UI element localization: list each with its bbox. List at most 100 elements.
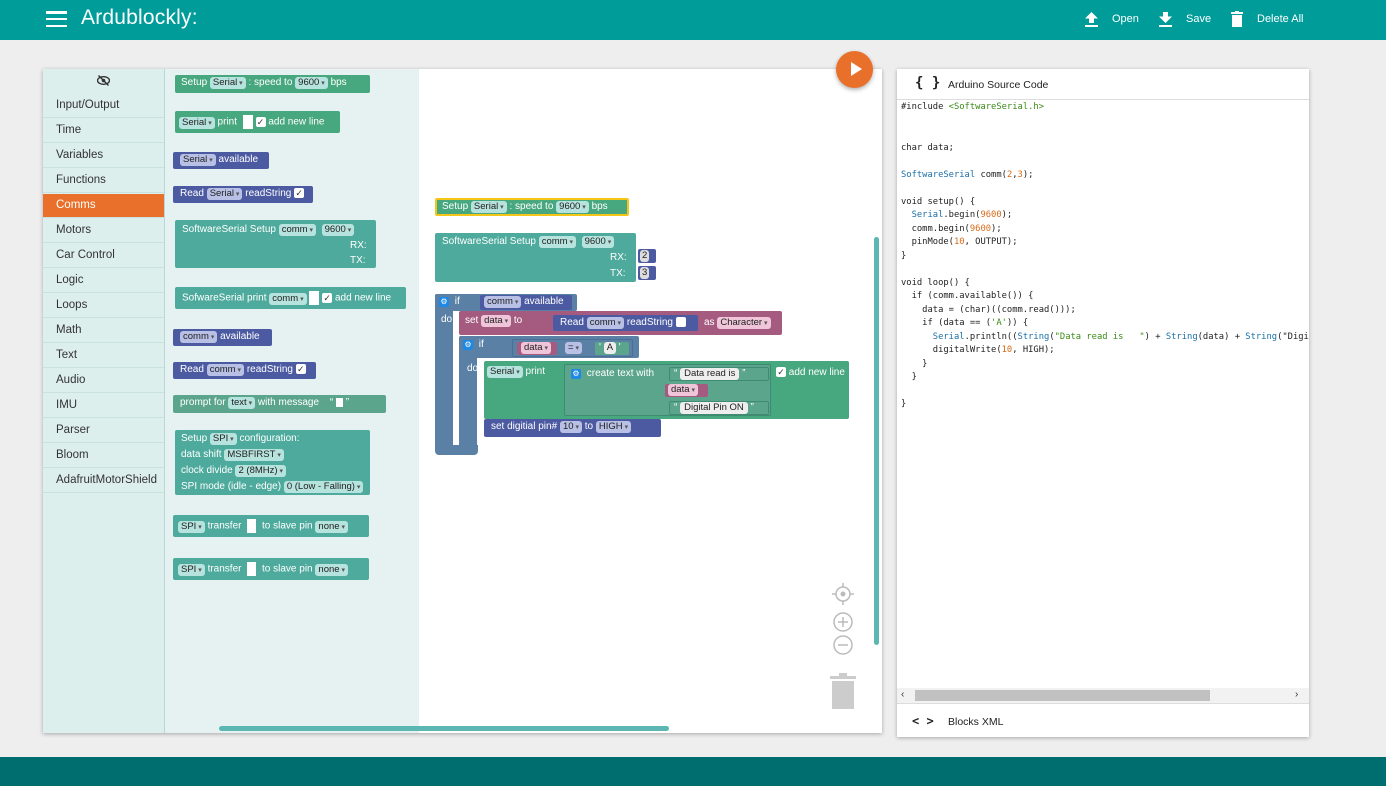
input-socket[interactable] [309, 291, 320, 305]
clock-divide-dropdown[interactable]: 2 (8MHz) [235, 465, 287, 477]
cast-block[interactable]: Read comm readString as Character [548, 311, 782, 335]
toolbox-category-loops[interactable]: Loops [43, 294, 164, 318]
data-variable-block[interactable]: data [665, 384, 708, 397]
save-button[interactable]: Save [1159, 9, 1211, 29]
variable-dropdown[interactable]: data [668, 384, 698, 396]
serial-dropdown[interactable]: Serial [206, 188, 243, 200]
add-new-line-checkbox[interactable]: ✓ [776, 367, 786, 378]
serial-dropdown[interactable]: Serial [209, 77, 246, 89]
set-data-block[interactable]: set data to [459, 311, 555, 335]
text-value-2[interactable]: Digital Pin ON [680, 402, 748, 414]
gear-icon[interactable]: ⚙ [571, 369, 581, 379]
data-shift-dropdown[interactable]: MSBFIRST [224, 449, 284, 461]
play-icon[interactable] [836, 51, 873, 88]
spi-dropdown[interactable]: SPI [178, 563, 205, 576]
comm-dropdown[interactable]: comm [484, 296, 522, 308]
flyout-serial-print-block[interactable]: Serial print ✓ add new line [175, 111, 340, 133]
char-value[interactable]: A [603, 342, 617, 354]
serial-dropdown[interactable]: Serial [470, 201, 507, 213]
comm-dropdown[interactable]: comm [538, 236, 577, 248]
toolbox-category-math[interactable]: Math [43, 319, 164, 343]
tx-value-block[interactable]: 3 [638, 266, 656, 280]
toolbox-category-parser[interactable]: Parser [43, 419, 164, 443]
read-string-checkbox[interactable]: ✓ [295, 364, 306, 375]
serial-dropdown[interactable]: Serial [487, 366, 523, 378]
text-block[interactable]: “ Digital Pin ON ” [669, 401, 769, 415]
operator-dropdown[interactable]: = [565, 342, 583, 354]
toolbox-category-time[interactable]: Time [43, 119, 164, 143]
prompt-type-dropdown[interactable]: text [228, 397, 256, 409]
comm-available-block[interactable]: comm available [480, 295, 572, 310]
baud-dropdown[interactable]: 9600 [321, 224, 355, 236]
gear-icon[interactable]: ⚙ [439, 297, 449, 307]
inner-if-block[interactable] [459, 336, 477, 446]
char-block[interactable]: ' A ' [595, 342, 629, 355]
read-string-checkbox[interactable] [675, 317, 686, 328]
spi-dropdown[interactable]: SPI [178, 520, 205, 533]
compare-block[interactable]: data = ' A ' [512, 339, 633, 357]
data-variable-block[interactable]: data [517, 342, 557, 355]
baud-dropdown[interactable]: 9600 [556, 201, 589, 213]
delete-all-button[interactable]: Delete All [1231, 9, 1303, 29]
flyout-softserial-print-block[interactable]: SofwareSerial print comm ✓ add new line [175, 287, 406, 309]
flyout-prompt-block[interactable]: prompt for text with message “ ” [173, 395, 386, 413]
toolbox-category-comms[interactable]: Comms [43, 194, 164, 218]
cast-type-dropdown[interactable]: Character [717, 317, 771, 329]
pin-dropdown[interactable]: 10 [559, 421, 582, 433]
comm-dropdown[interactable]: comm [180, 331, 218, 343]
flyout-softserial-setup-block[interactable]: SoftwareSerial Setup comm 9600 RX: TX: [175, 220, 376, 268]
toolbox-category-audio[interactable]: Audio [43, 369, 164, 393]
read-string-checkbox[interactable]: ✓ [294, 188, 305, 199]
code-horizontal-scrollbar[interactable]: ‹ › [897, 688, 1309, 703]
flyout-setup-serial-block[interactable]: Setup Serial : speed to 9600 bps [175, 75, 370, 93]
toolbox-category-functions[interactable]: Functions [43, 169, 164, 193]
target-icon[interactable] [832, 583, 854, 605]
read-comm-block[interactable]: Read comm readString [553, 315, 698, 331]
workspace-horizontal-scrollbar[interactable] [219, 726, 669, 731]
flyout-serial-available-block[interactable]: Serial available [173, 152, 269, 169]
rx-value-block[interactable]: 2 [638, 249, 656, 263]
variable-dropdown[interactable]: data [521, 342, 551, 354]
serial-dropdown[interactable]: Serial [179, 116, 215, 129]
toolbox-category-text[interactable]: Text [43, 344, 164, 368]
flyout-comm-available-block[interactable]: comm available [173, 329, 272, 346]
canvas-if-block[interactable] [435, 294, 453, 454]
comm-dropdown[interactable]: comm [206, 364, 245, 376]
flyout-read-serial-block[interactable]: Read Serial readString ✓ [173, 186, 313, 203]
toolbox-category-motors[interactable]: Motors [43, 219, 164, 243]
code-panel-header[interactable]: { } Arduino Source Code [897, 69, 1309, 100]
blocks-xml-header[interactable]: < > Blocks XML [897, 703, 1309, 737]
rx-value[interactable]: 2 [640, 250, 650, 262]
slave-pin-dropdown[interactable]: none [315, 520, 349, 533]
input-socket[interactable] [247, 519, 257, 533]
canvas-setup-serial-block[interactable]: Setup Serial : speed to 9600 bps [435, 198, 629, 216]
text-block[interactable]: “ Data read is ” [669, 367, 769, 381]
add-new-line-checkbox[interactable]: ✓ [255, 117, 266, 127]
spi-dropdown[interactable]: SPI [209, 433, 237, 445]
flyout-spi-transfer-block[interactable]: SPI transfer to slave pin none [173, 515, 369, 537]
create-text-block[interactable]: ⚙ create text with “ Data read is ” data… [564, 364, 771, 416]
variable-dropdown[interactable]: data [481, 315, 512, 327]
text-field[interactable] [335, 397, 343, 407]
slave-pin-dropdown[interactable]: none [315, 563, 349, 576]
scroll-right-icon[interactable]: › [1295, 689, 1299, 700]
input-socket[interactable] [247, 562, 257, 576]
baud-dropdown[interactable]: 9600 [581, 236, 615, 248]
toolbox-category-logic[interactable]: Logic [43, 269, 164, 293]
menu-icon[interactable] [46, 11, 67, 28]
input-socket[interactable] [242, 115, 253, 129]
canvas-serial-print-block[interactable]: Serial print ⚙ create text with “ Data r… [484, 361, 849, 419]
trash-icon[interactable] [829, 672, 857, 710]
comm-dropdown[interactable]: comm [269, 292, 307, 305]
toolbox-category-bloom[interactable]: Bloom [43, 444, 164, 468]
spi-mode-dropdown[interactable]: 0 (Low - Falling) [283, 481, 364, 493]
scroll-thumb[interactable] [915, 690, 1210, 701]
zoom-out-icon[interactable] [832, 634, 854, 656]
open-button[interactable]: Open [1085, 9, 1139, 29]
flyout-spi-transfer-block[interactable]: SPI transfer to slave pin none [173, 558, 369, 580]
add-new-line-checkbox[interactable]: ✓ [322, 293, 333, 303]
comm-dropdown[interactable]: comm [586, 317, 625, 329]
workspace-vertical-scrollbar[interactable] [874, 237, 879, 645]
scroll-left-icon[interactable]: ‹ [901, 689, 905, 700]
